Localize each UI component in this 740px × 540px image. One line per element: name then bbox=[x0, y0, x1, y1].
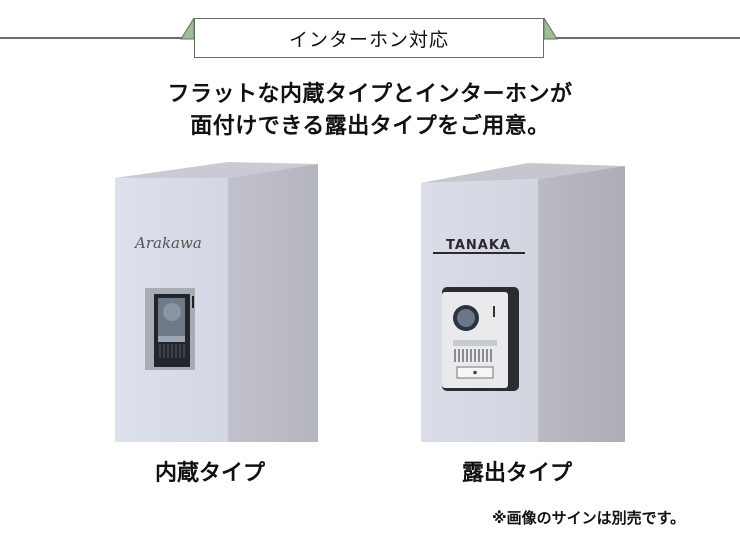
caption-surface: 露出タイプ bbox=[462, 461, 573, 486]
header-rule-right bbox=[556, 37, 740, 39]
product-image-surface: TANAKA bbox=[421, 163, 625, 442]
headline-line-1: フラットな内蔵タイプとインターホンが bbox=[167, 82, 573, 107]
headline-line-2: 面付けできる露出タイプをご用意。 bbox=[190, 114, 550, 139]
section-tab: インターホン対応 bbox=[194, 18, 544, 58]
caption-builtin: 内蔵タイプ bbox=[155, 461, 266, 486]
section-tab-label: インターホン対応 bbox=[288, 28, 449, 51]
product-image-builtin: Arakawa bbox=[115, 162, 318, 442]
sign-arakawa: Arakawa bbox=[133, 234, 202, 252]
header-rule-left bbox=[0, 37, 186, 39]
sign-tanaka: TANAKA bbox=[446, 238, 511, 253]
footnote: ※画像のサインは別売です。 bbox=[492, 509, 686, 527]
header-wing-right bbox=[543, 18, 558, 40]
